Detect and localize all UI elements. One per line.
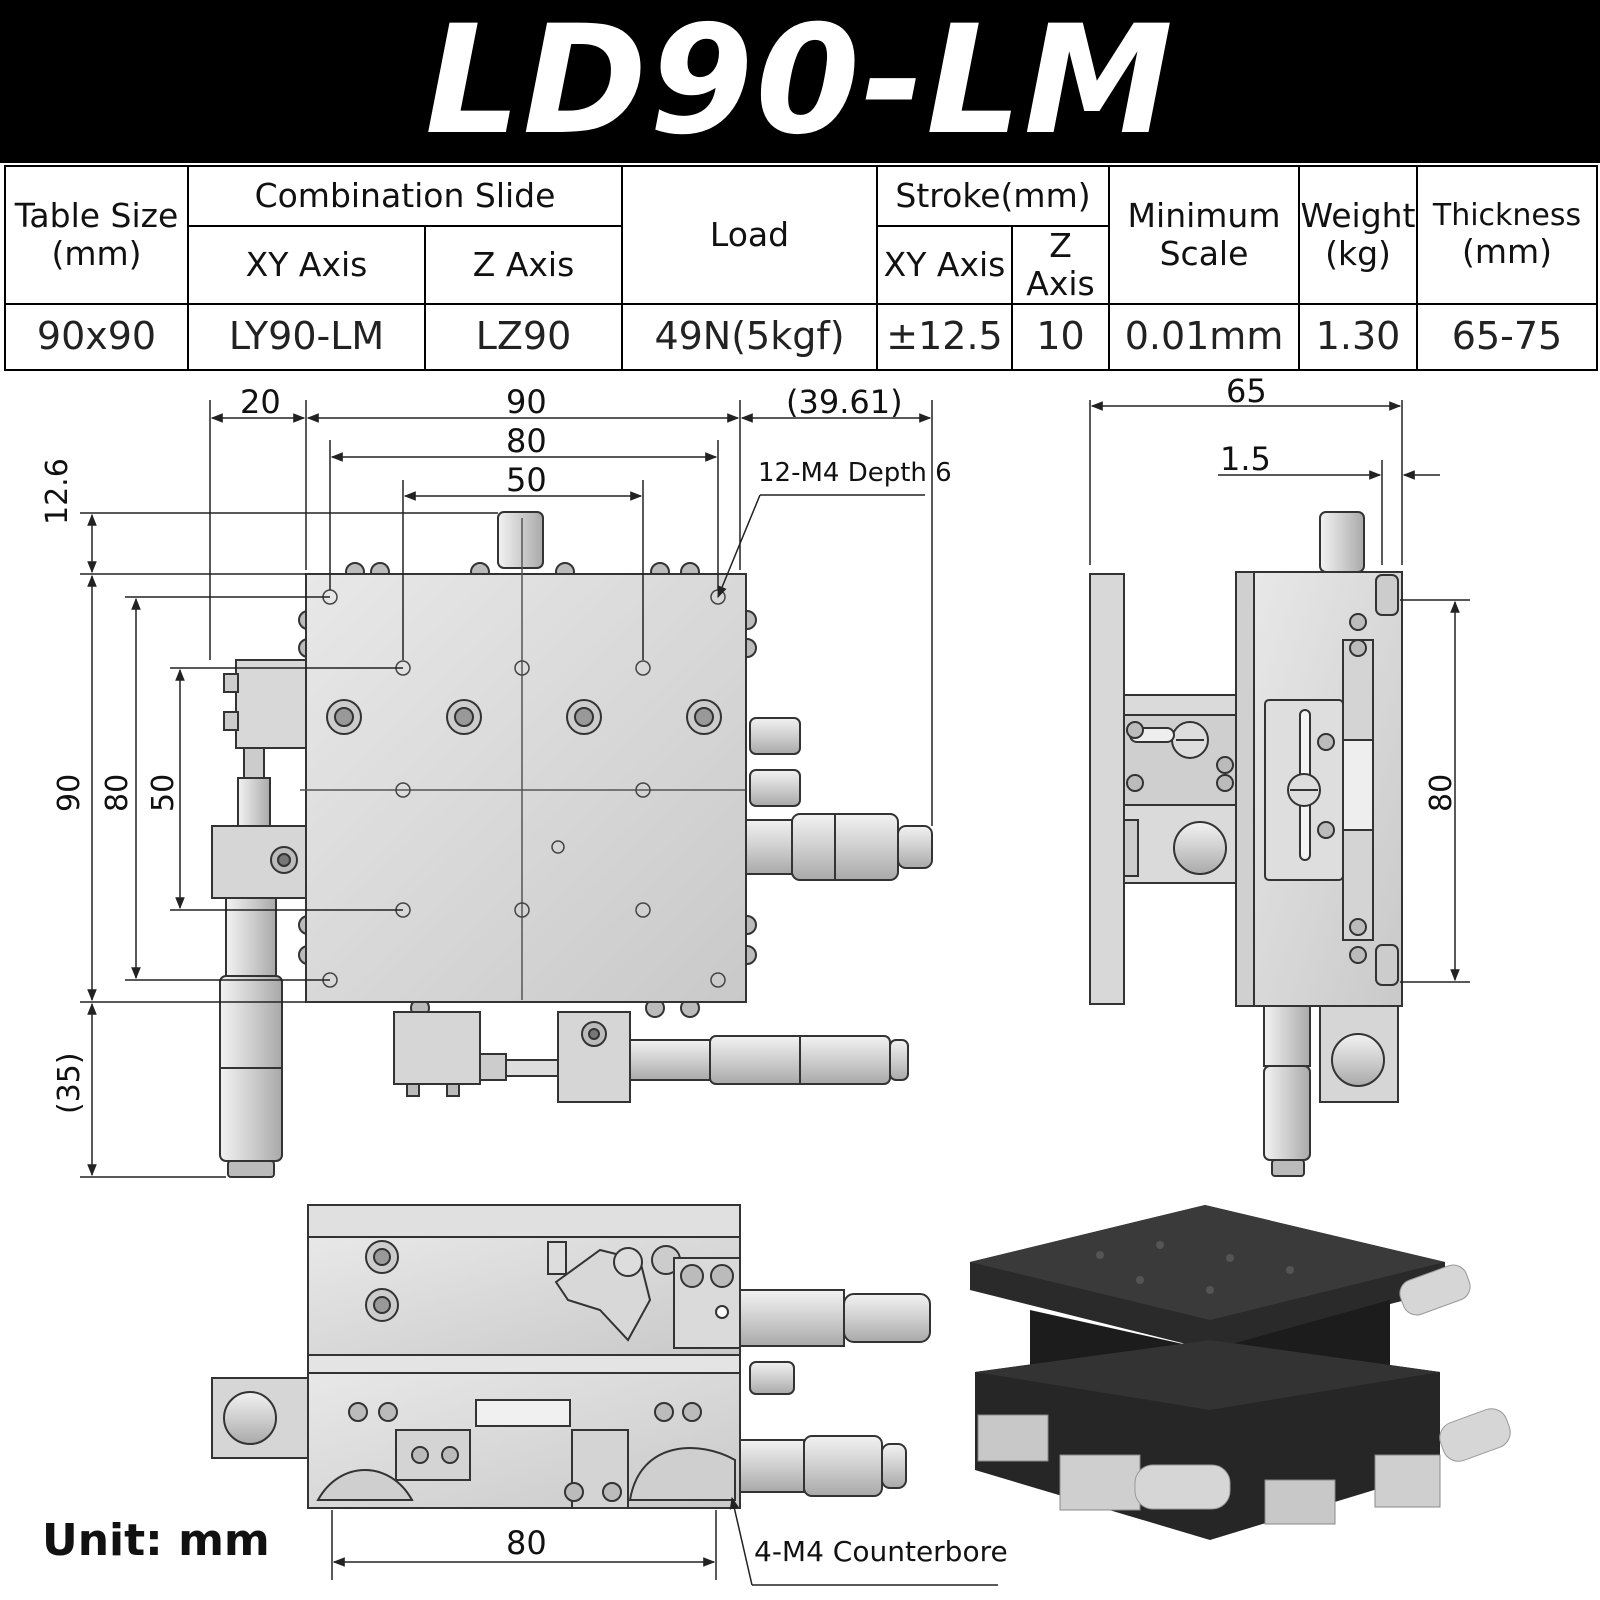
header-weight-unit: (kg)	[1325, 233, 1391, 273]
cell-stroke-xy: ±12.5	[876, 302, 1013, 371]
header-thickness-unit: (mm)	[1461, 232, 1553, 272]
header-min-scale-line1: Minimum	[1127, 196, 1281, 235]
cell-min-scale: 0.01mm	[1108, 302, 1301, 371]
dim-left-80: 80	[100, 773, 135, 812]
dim-left-35: (35)	[52, 1052, 87, 1114]
note-m4-depth: 12-M4 Depth 6	[758, 458, 952, 488]
note-m4-counterbore: 4-M4 Counterbore	[754, 1535, 1008, 1568]
product-photo	[970, 1205, 1511, 1540]
product-title: LD90-LM	[425, 0, 1175, 168]
header-thickness: Thickness (mm)	[1416, 165, 1599, 305]
cell-z-slide: LZ90	[424, 302, 623, 371]
dim-top-90: 90	[506, 383, 547, 421]
dim-top-20: 20	[240, 383, 281, 421]
cell-thickness: 65-75	[1416, 302, 1599, 371]
title-bar	[0, 0, 1600, 163]
cell-xy-slide: LY90-LM	[187, 302, 426, 371]
front-view	[211, 1204, 931, 1509]
dim-left-90: 90	[52, 773, 87, 812]
header-weight-label: Weight	[1300, 196, 1416, 235]
dim-top-39-61: (39.61)	[786, 383, 903, 421]
header-table-size-label: Table Size	[14, 196, 179, 235]
top-view	[211, 511, 933, 1178]
header-weight: Weight (kg)	[1298, 165, 1419, 305]
dim-left-12-6: 12.6	[40, 458, 75, 525]
side-view	[1089, 511, 1403, 1177]
cell-stroke-z: 10	[1010, 302, 1111, 371]
header-load: Load	[621, 165, 878, 305]
header-min-scale-line2: Scale	[1159, 233, 1249, 273]
header-table-size: Table Size (mm)	[4, 165, 189, 305]
technical-drawing	[80, 400, 1511, 1586]
dim-left-50: 50	[146, 773, 181, 812]
dim-side-65: 65	[1226, 372, 1267, 410]
header-minimum-scale: Minimum Scale	[1108, 165, 1301, 305]
front-view-dimensions	[331, 1496, 998, 1586]
cell-weight: 1.30	[1298, 302, 1419, 371]
dim-bottom-80: 80	[506, 1524, 547, 1562]
header-z-axis: Z Axis	[424, 225, 623, 305]
header-thickness-label: Thickness	[1432, 197, 1582, 233]
header-stroke: Stroke(mm)	[875, 165, 1111, 227]
header-stroke-xy: XY Axis	[876, 225, 1013, 305]
dim-side-80: 80	[1424, 773, 1459, 812]
header-xy-axis: XY Axis	[187, 225, 426, 305]
cell-load: 49N(5kgf)	[621, 302, 878, 371]
header-stroke-z: Z Axis	[1010, 225, 1111, 305]
cell-table-size: 90x90	[4, 302, 189, 371]
spec-table: Table Size (mm) Combination Slide Load S…	[4, 165, 1599, 371]
dim-top-50: 50	[506, 461, 547, 499]
dim-side-1-5: 1.5	[1220, 440, 1271, 478]
header-table-size-unit: (mm)	[51, 233, 142, 273]
unit-label: Unit: mm	[42, 1515, 270, 1566]
header-combination-slide: Combination Slide	[187, 165, 623, 227]
side-view-dimensions	[1089, 400, 1470, 983]
top-view-dimensions	[80, 400, 933, 1178]
dim-top-80: 80	[506, 422, 547, 460]
